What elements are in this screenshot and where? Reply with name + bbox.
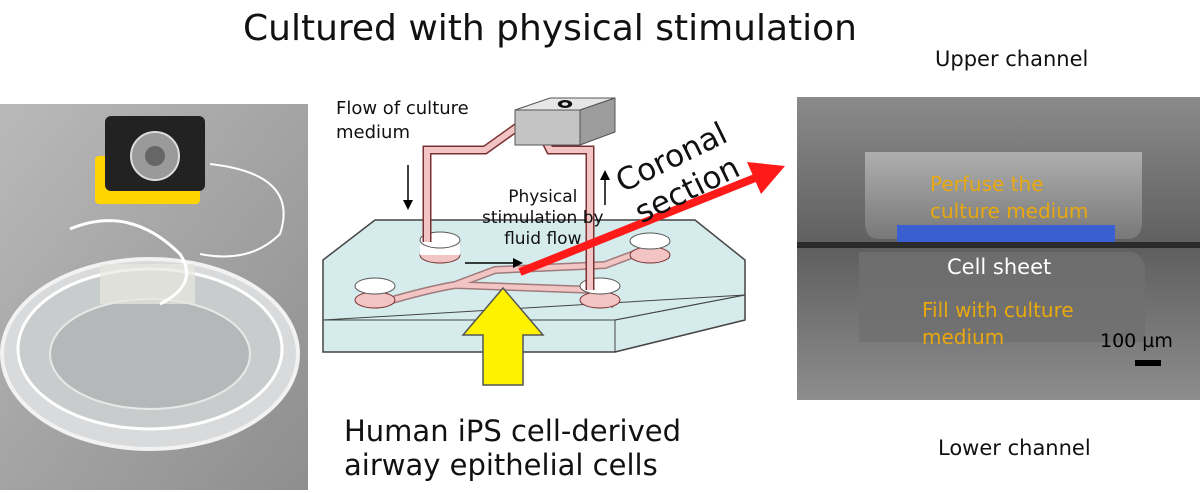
well [629, 232, 671, 264]
scale-bar [1135, 360, 1161, 366]
well [419, 231, 461, 264]
well [354, 277, 396, 309]
gear-icon [557, 99, 573, 109]
stimulation-label: Physical stimulation by fluid flow [482, 187, 604, 249]
cross-section-micrograph [797, 97, 1200, 400]
perfuse-annotation: Perfuse the culture medium [930, 172, 1089, 223]
membrane [897, 225, 1115, 242]
device-photo [0, 104, 308, 490]
flow-label: Flow of culture medium [336, 98, 469, 143]
coronal-arrow [518, 174, 757, 276]
upward-arrow [461, 286, 545, 386]
upper-channel-label: Upper channel [935, 47, 1089, 71]
microfluidic-chip-diagram [322, 97, 785, 386]
lower-channel-label: Lower channel [938, 436, 1091, 460]
cell-sheet-label: Cell sheet [947, 255, 1052, 279]
pump-box [514, 97, 616, 146]
scale-label: 100 µm [1100, 330, 1173, 352]
fill-annotation: Fill with culture medium [922, 298, 1074, 349]
page-title: Cultured with physical stimulation [243, 8, 857, 49]
cells-label: Human iPS cell-derived airway epithelial… [344, 414, 681, 482]
